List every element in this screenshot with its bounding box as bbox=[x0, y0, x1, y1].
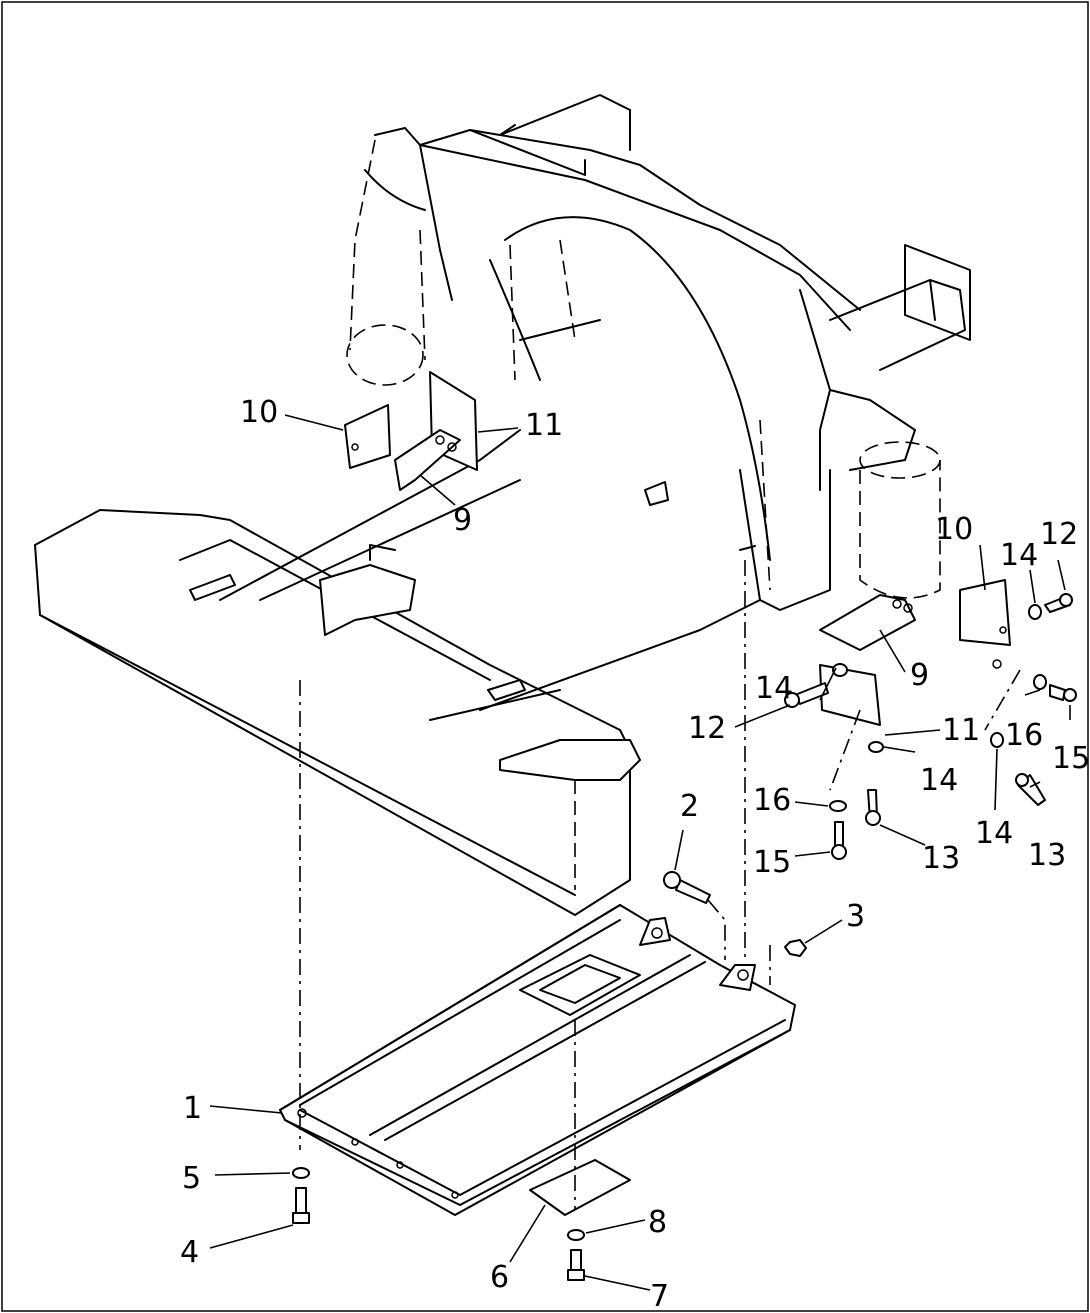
callout-4: 4 bbox=[180, 1235, 199, 1270]
callout-1: 1 bbox=[183, 1091, 202, 1126]
callout-14-mid: 14 bbox=[755, 671, 793, 706]
callout-labels: 1 2 3 4 5 6 7 8 9 9 10 10 11 11 12 12 13… bbox=[180, 395, 1090, 1313]
right-bracket-group bbox=[819, 579, 1011, 726]
fasteners bbox=[292, 593, 1077, 1281]
callout-15-right: 15 bbox=[1052, 741, 1090, 776]
part-11-right bbox=[819, 664, 881, 726]
callout-10-left: 10 bbox=[240, 395, 278, 430]
callout-7: 7 bbox=[650, 1279, 669, 1313]
callout-14-mid-low: 14 bbox=[920, 763, 958, 798]
callout-15-mid: 15 bbox=[753, 845, 791, 880]
callout-3: 3 bbox=[846, 899, 865, 934]
callout-16-mid: 16 bbox=[753, 783, 791, 818]
callout-5: 5 bbox=[182, 1161, 201, 1196]
callout-12-mid: 12 bbox=[688, 711, 726, 746]
main-frame bbox=[34, 94, 971, 916]
undercover-plate bbox=[279, 904, 796, 1216]
part-10-right bbox=[959, 579, 1011, 646]
callout-13-right: 13 bbox=[1028, 838, 1066, 873]
callout-13-mid: 13 bbox=[922, 841, 960, 876]
callout-9-left: 9 bbox=[453, 503, 472, 538]
left-bracket-group bbox=[344, 371, 478, 491]
callout-16-right: 16 bbox=[1005, 718, 1043, 753]
callout-10-right: 10 bbox=[935, 512, 973, 547]
alignment-lines bbox=[299, 560, 1021, 1210]
part-10-left bbox=[344, 404, 391, 469]
callout-11-right: 11 bbox=[942, 713, 980, 748]
cover-plate-6 bbox=[529, 1159, 631, 1216]
leader-lines bbox=[209, 414, 1071, 1291]
callout-12-right: 12 bbox=[1040, 517, 1078, 552]
callout-6: 6 bbox=[490, 1260, 509, 1295]
callout-11-left: 11 bbox=[525, 408, 563, 443]
callout-14-top-right: 14 bbox=[1000, 538, 1038, 573]
part-9-left bbox=[394, 429, 461, 491]
callout-9-right: 9 bbox=[910, 658, 929, 693]
callout-14-low-right: 14 bbox=[975, 816, 1013, 851]
callout-8: 8 bbox=[648, 1205, 667, 1240]
callout-2: 2 bbox=[680, 789, 699, 824]
part-9-right bbox=[819, 594, 916, 651]
